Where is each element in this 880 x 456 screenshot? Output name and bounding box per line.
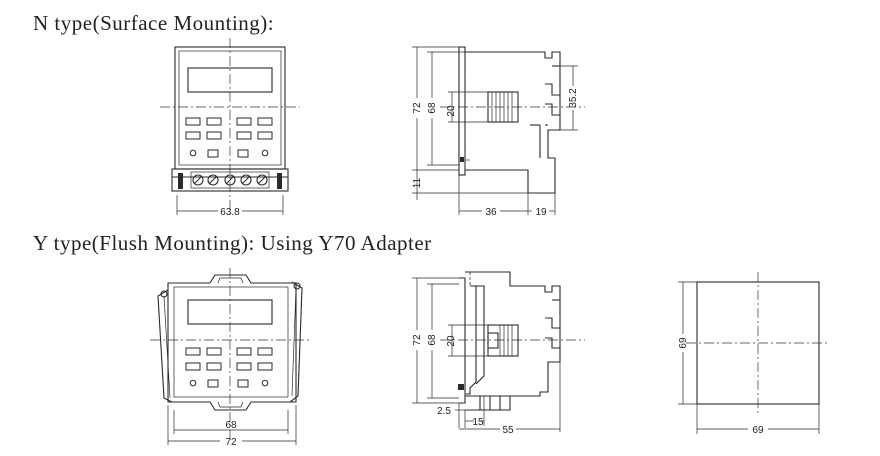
panel-cutout-view: 69 69 bbox=[678, 272, 830, 436]
button bbox=[207, 379, 219, 388]
button bbox=[236, 362, 252, 371]
button bbox=[185, 362, 201, 371]
button bbox=[185, 117, 201, 126]
dim-20: 20 bbox=[446, 105, 457, 117]
button bbox=[236, 347, 252, 356]
led-indicator bbox=[189, 379, 197, 387]
button bbox=[206, 131, 222, 140]
dim-68-front: 68 bbox=[225, 420, 237, 431]
button bbox=[185, 347, 201, 356]
dim-11: 11 bbox=[412, 177, 423, 188]
dim-20-side: 20 bbox=[446, 335, 457, 347]
dim-19: 19 bbox=[535, 207, 547, 218]
y-type-heading: Y type(Flush Mounting): Using Y70 Adapte… bbox=[33, 231, 432, 255]
dim-35-2: 35.2 bbox=[568, 88, 579, 108]
button bbox=[236, 131, 252, 140]
button bbox=[237, 379, 249, 388]
dim-63-8: 63.8 bbox=[220, 207, 240, 218]
y-type-side-view: 72 68 20 2.5 15 55 bbox=[412, 271, 585, 436]
led-indicator bbox=[261, 149, 269, 157]
n-type-front-view: 63.8 bbox=[160, 38, 300, 218]
button bbox=[237, 149, 249, 158]
dim-68-side: 68 bbox=[427, 334, 438, 346]
button bbox=[257, 131, 273, 140]
dim-72-side: 72 bbox=[412, 334, 423, 346]
dim-72: 72 bbox=[412, 102, 423, 114]
n-type-heading: N type(Surface Mounting): bbox=[33, 11, 274, 35]
n-type-side-view: 72 68 20 11 35.2 36 19 bbox=[412, 46, 585, 218]
button bbox=[257, 362, 273, 371]
button bbox=[206, 362, 222, 371]
button bbox=[236, 117, 252, 126]
dim-2-5: 2.5 bbox=[437, 406, 451, 417]
adapter-bracket bbox=[466, 285, 477, 395]
dim-36: 36 bbox=[485, 207, 497, 218]
y-type-front-view: 68 72 bbox=[150, 268, 312, 448]
terminal-block bbox=[171, 168, 289, 192]
dim-15: 15 bbox=[472, 417, 484, 428]
adapter-frame bbox=[167, 274, 297, 411]
button bbox=[207, 149, 219, 158]
button bbox=[206, 347, 222, 356]
led-indicator bbox=[261, 379, 269, 387]
dim-69-height: 69 bbox=[678, 337, 689, 349]
button bbox=[257, 347, 273, 356]
terminal-screws bbox=[190, 171, 270, 189]
dim-55: 55 bbox=[502, 425, 514, 436]
dim-69-width: 69 bbox=[752, 425, 764, 436]
dim-68: 68 bbox=[427, 102, 438, 114]
button bbox=[185, 131, 201, 140]
led-indicator bbox=[189, 149, 197, 157]
button bbox=[257, 117, 273, 126]
dim-72-front: 72 bbox=[225, 437, 237, 448]
button bbox=[206, 117, 222, 126]
